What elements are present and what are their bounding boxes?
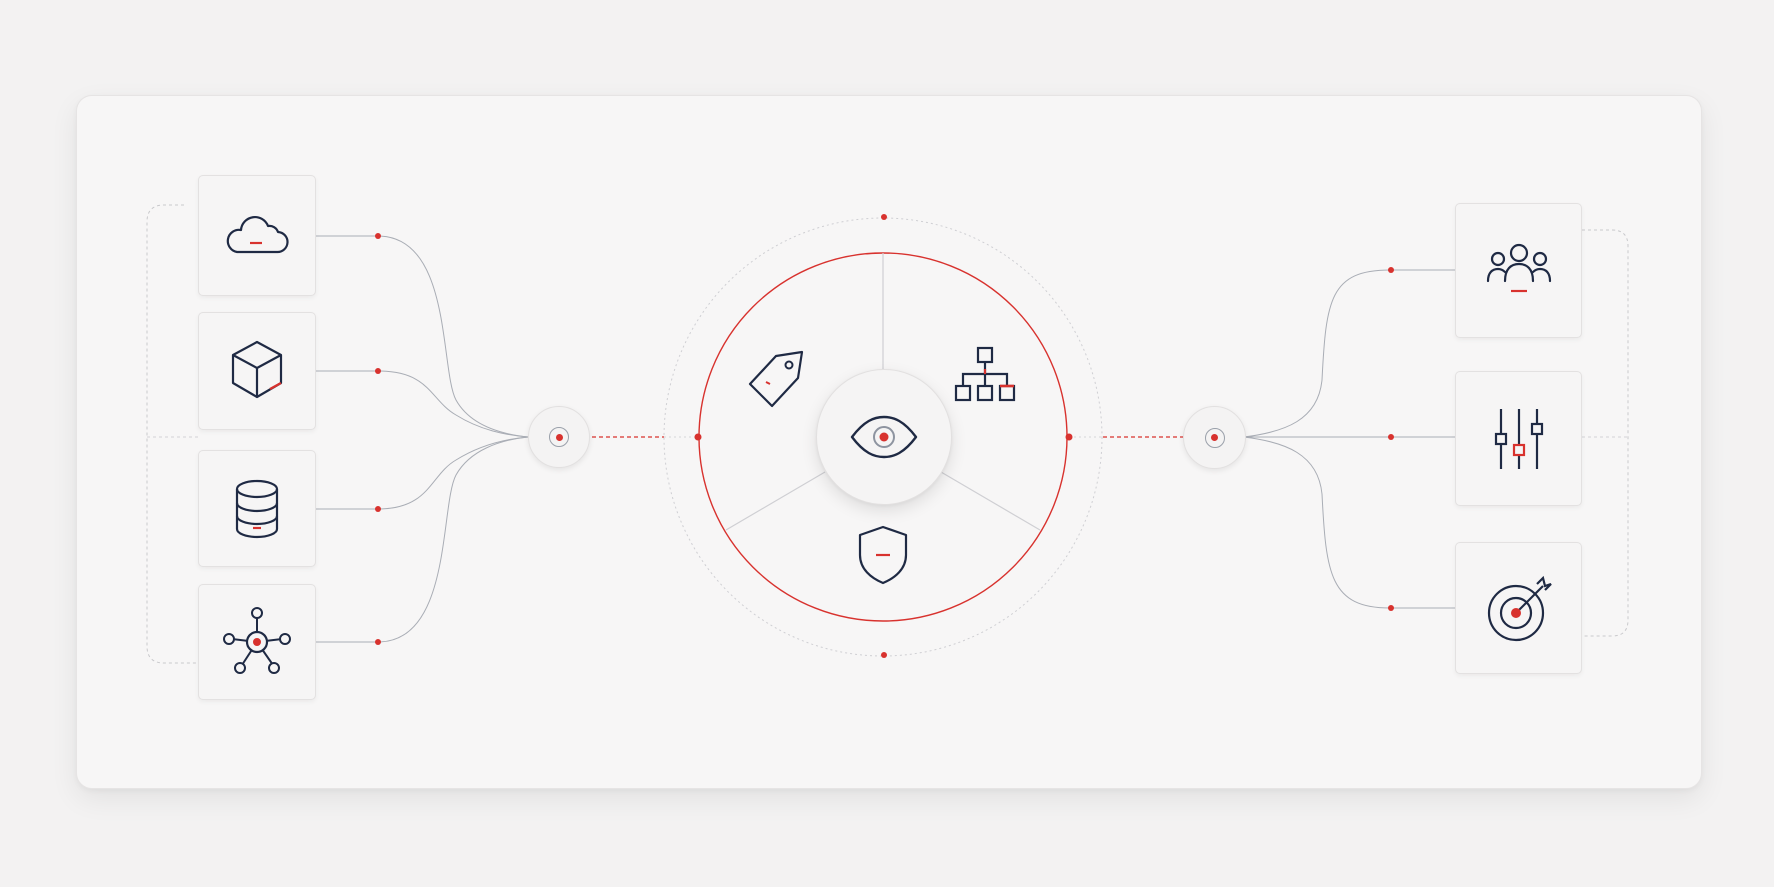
left-connector-dots bbox=[375, 233, 381, 645]
network-hub-icon bbox=[223, 607, 291, 674]
hub-center-dot bbox=[1211, 434, 1218, 441]
target-ring-icon bbox=[549, 427, 569, 447]
cloud-icon bbox=[226, 215, 289, 253]
database-icon bbox=[235, 479, 279, 538]
source-tile-cloud[interactable] bbox=[198, 175, 316, 296]
cube-icon bbox=[231, 340, 283, 399]
output-tile-users[interactable] bbox=[1455, 203, 1582, 338]
output-tile-target[interactable] bbox=[1455, 542, 1582, 674]
right-connector-dots bbox=[1388, 267, 1394, 611]
sliders-icon bbox=[1494, 408, 1543, 469]
right-bracket bbox=[1582, 229, 1629, 637]
shield-icon bbox=[858, 525, 908, 585]
source-tile-network[interactable] bbox=[198, 584, 316, 700]
source-tile-cube[interactable] bbox=[198, 312, 316, 430]
target-ring-icon bbox=[1204, 427, 1225, 448]
core-ring-dots bbox=[694, 214, 1073, 658]
right-connectors bbox=[1243, 269, 1455, 609]
users-group-icon bbox=[1486, 243, 1551, 292]
source-tile-database[interactable] bbox=[198, 450, 316, 567]
eye-icon bbox=[850, 415, 918, 459]
core-dividers bbox=[725, 253, 1041, 531]
core-center[interactable] bbox=[816, 369, 952, 505]
bullseye-arrow-icon bbox=[1487, 575, 1552, 642]
left-connectors bbox=[316, 235, 529, 643]
left-hub-node[interactable] bbox=[528, 406, 590, 468]
tag-icon bbox=[748, 350, 804, 408]
right-hub-node[interactable] bbox=[1183, 406, 1246, 469]
left-bracket bbox=[146, 204, 198, 664]
hub-center-dot bbox=[555, 433, 563, 441]
output-tile-sliders[interactable] bbox=[1455, 371, 1582, 506]
hierarchy-icon bbox=[954, 346, 1016, 402]
